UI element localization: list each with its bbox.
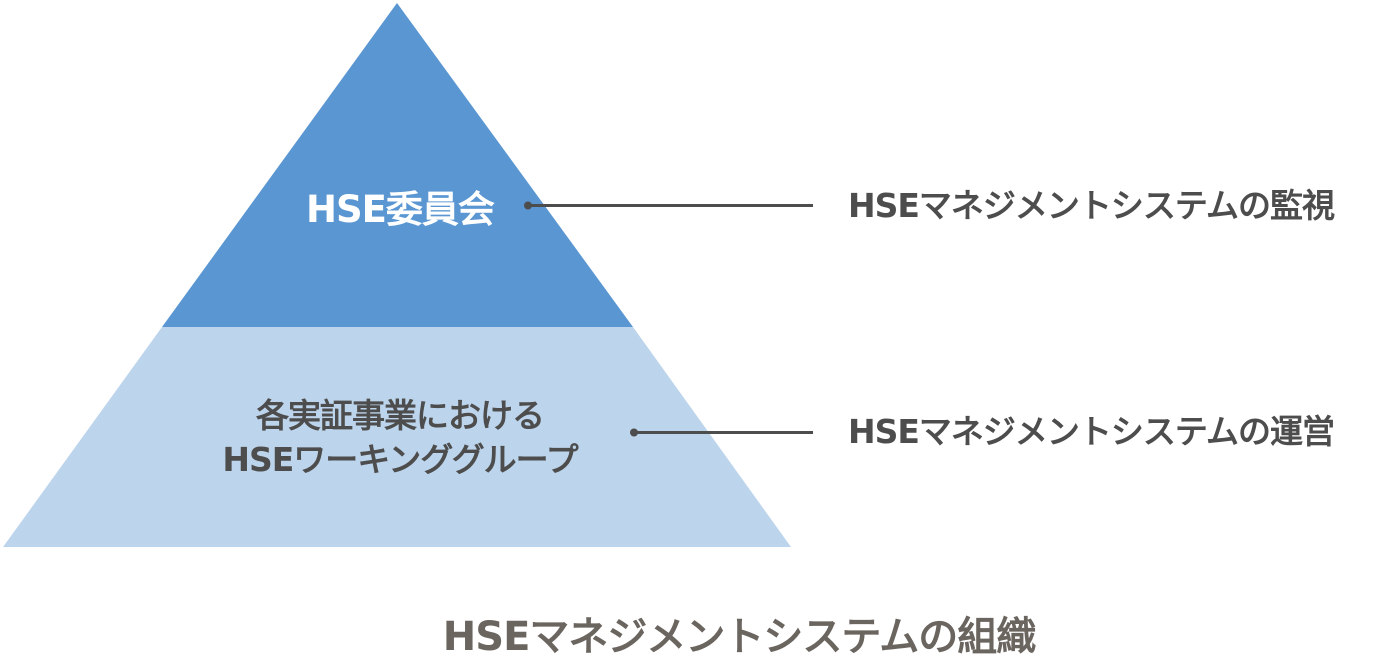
role-label-top: HSEマネジメントシステムの監視 [848, 186, 1335, 225]
bottom-tier-label: 各実証事業における HSEワーキンググループ [150, 394, 650, 482]
connector-top-dot [524, 201, 532, 210]
bottom-tier-label-line1: 各実証事業における [256, 396, 545, 435]
pyramid-bottom-tier [3, 327, 791, 547]
diagram-title: HSEマネジメントシステムの組織 [442, 614, 1036, 660]
connector-bottom [630, 428, 813, 437]
top-tier-label: HSE委員会 [306, 188, 495, 231]
pyramid-top-tier [162, 3, 633, 327]
connector-bottom-dot [630, 428, 638, 437]
bottom-tier-label-line2: HSEワーキンググループ [222, 440, 578, 479]
connector-top [524, 201, 813, 210]
role-label-bottom: HSEマネジメントシステムの運営 [848, 412, 1335, 451]
